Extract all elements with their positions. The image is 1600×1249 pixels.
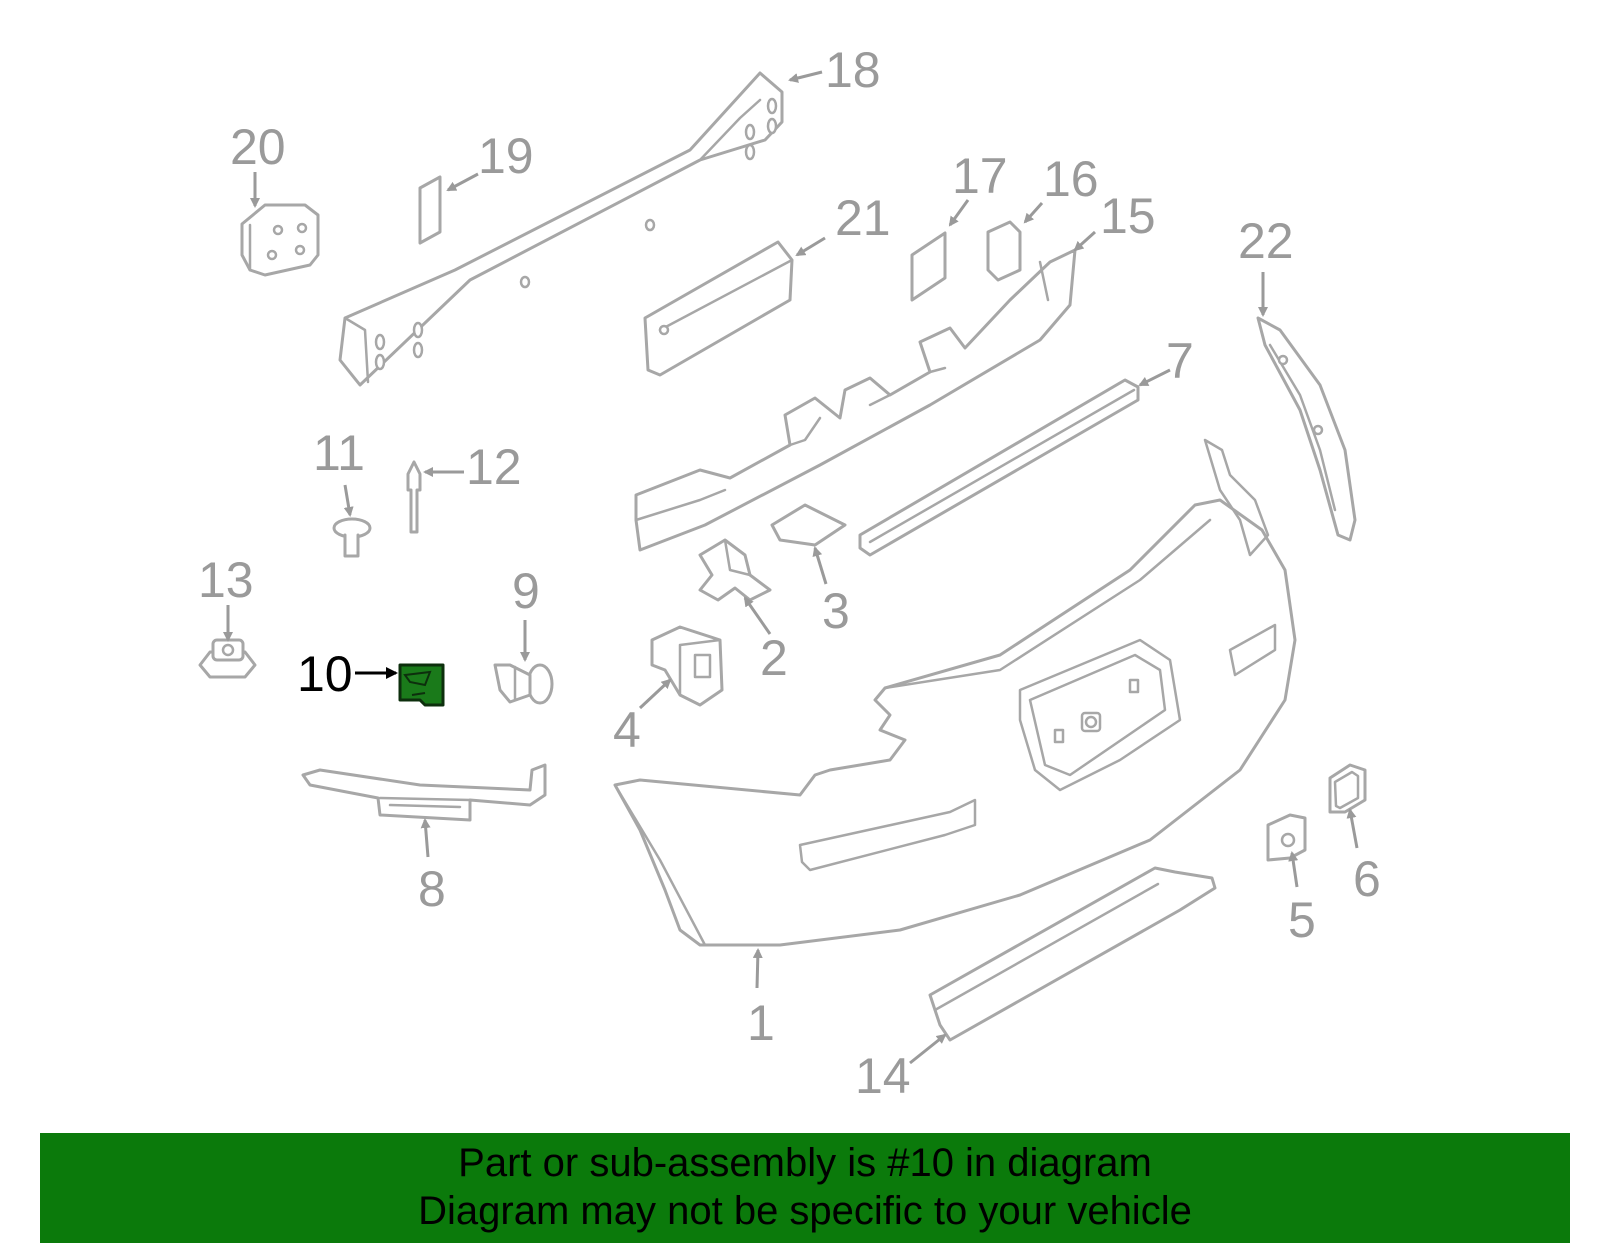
callout-2: 2 (760, 630, 788, 686)
callout-15: 15 (1100, 188, 1156, 244)
callout-16: 16 (1043, 151, 1099, 207)
part-18-reinforcement-beam (338, 71, 784, 387)
part-7-strip (858, 378, 1140, 557)
part-20-bracket (240, 203, 320, 277)
callout-7: 7 (1166, 333, 1194, 389)
callout-9: 9 (512, 563, 540, 619)
part-9-push-clip (493, 663, 554, 705)
part-14-valance (928, 866, 1217, 1042)
callout-14: 14 (855, 1048, 911, 1104)
callout-13: 13 (198, 552, 254, 608)
part-3-pad (770, 503, 847, 547)
part-16-block (986, 220, 1022, 282)
part-12-pin (406, 460, 422, 534)
part-5-bracket (1266, 813, 1307, 862)
part-10-highlighted (398, 663, 445, 707)
callout-20: 20 (230, 119, 286, 175)
banner-line-part-number: Part or sub-assembly is #10 in diagram (458, 1141, 1152, 1185)
callout-11: 11 (313, 425, 365, 481)
part-13-nut (198, 638, 257, 679)
part-8-lower-support (301, 763, 547, 822)
callout-8: 8 (418, 861, 446, 917)
part-15-energy-absorber (634, 248, 1077, 552)
part-6-cap (1328, 763, 1367, 814)
part-4-spacer (650, 625, 724, 707)
callout-22: 22 (1238, 213, 1294, 269)
parts-diagram: 18 20 19 17 16 21 15 22 7 11 12 13 9 3 2… (198, 42, 1381, 1104)
leader-lines (223, 70, 1359, 1065)
part-22-side-bracket (1256, 316, 1357, 542)
callout-19: 19 (478, 128, 534, 184)
callout-17: 17 (952, 148, 1008, 204)
callout-18: 18 (825, 42, 881, 98)
part-17-sticker (910, 231, 947, 302)
part-21-absorber (643, 240, 794, 377)
banner-line-disclaimer: Diagram may not be specific to your vehi… (418, 1189, 1192, 1233)
info-banner: Part or sub-assembly is #10 in diagram D… (40, 1133, 1570, 1243)
callout-10: 10 (297, 646, 353, 702)
callout-3: 3 (822, 583, 850, 639)
callout-1: 1 (747, 995, 775, 1051)
callout-4: 4 (613, 702, 641, 758)
callout-12: 12 (466, 439, 522, 495)
callout-21: 21 (835, 190, 891, 246)
callout-5: 5 (1288, 892, 1316, 948)
callout-labels: 18 20 19 17 16 21 15 22 7 11 12 13 9 3 2… (198, 42, 1381, 1104)
part-2-bracket (698, 538, 772, 602)
part-19-pad (418, 175, 442, 245)
part-11-clip (332, 517, 372, 558)
part-1-bumper-cover (613, 438, 1297, 947)
callout-6: 6 (1353, 851, 1381, 907)
